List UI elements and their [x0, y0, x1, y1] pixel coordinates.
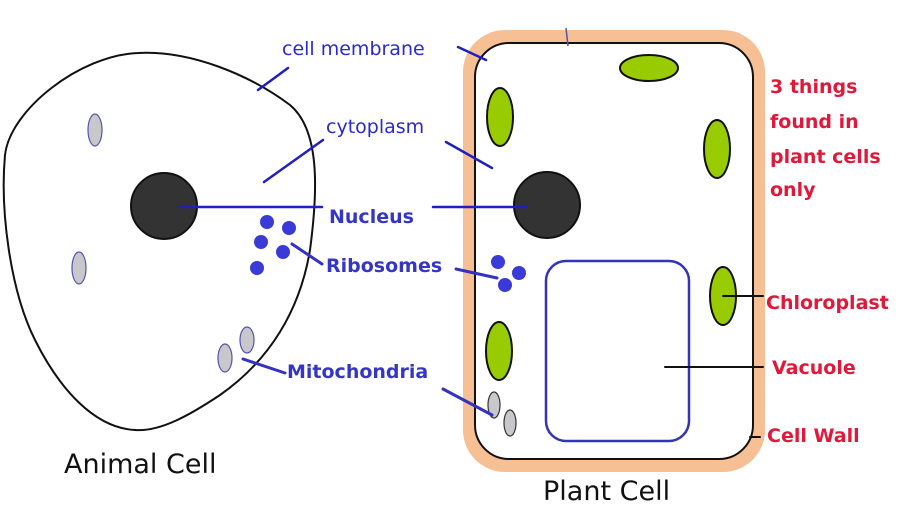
animal-mitochondrion — [217, 343, 233, 373]
animal-ribosome — [260, 215, 274, 229]
animal-mitochondrion — [87, 113, 103, 147]
label-vacuole: Vacuole — [772, 357, 856, 379]
plant-chloroplast — [619, 54, 679, 82]
leader-mitochondria-animal — [241, 357, 287, 375]
note-line: 3 things — [770, 76, 857, 98]
plant-cell — [463, 27, 765, 472]
animal-mitochondrion — [239, 326, 255, 354]
leader-cell-membrane-plant — [456, 45, 488, 62]
animal-ribosome — [254, 235, 268, 249]
labels: cell membrane cytoplasm Nucleus Ribosome… — [64, 38, 889, 506]
leader-ribosomes-animal — [290, 242, 324, 266]
title-animal-cell: Animal Cell — [64, 449, 216, 480]
animal-ribosome — [282, 221, 296, 235]
leader-lines — [178, 45, 764, 438]
title-plant-cell: Plant Cell — [543, 476, 670, 506]
plant-chloroplast — [485, 321, 513, 381]
plant-tick-mark — [565, 27, 569, 47]
leader-ribosomes-plant — [454, 267, 499, 280]
leader-cytoplasm-plant — [444, 140, 494, 170]
label-cytoplasm: cytoplasm — [326, 116, 424, 138]
animal-cell — [2, 51, 317, 432]
plant-ribosome — [491, 255, 505, 269]
label-ribosomes: Ribosomes — [326, 255, 442, 277]
note-line: found in — [770, 111, 859, 133]
plant-nucleus — [513, 171, 581, 239]
plant-chloroplast — [703, 119, 731, 179]
leader-cytoplasm-animal — [262, 138, 325, 184]
label-chloroplast: Chloroplast — [766, 292, 889, 314]
animal-ribosome — [250, 261, 264, 275]
plant-ribosome — [512, 266, 526, 280]
note-line: only — [770, 179, 816, 201]
note-line: plant cells — [770, 146, 881, 168]
animal-ribosome — [276, 245, 290, 259]
animal-cell-membrane — [2, 51, 317, 432]
label-cell-membrane: cell membrane — [282, 38, 425, 60]
leader-mitochondria-plant — [441, 387, 494, 417]
plant-mitochondrion — [487, 391, 501, 419]
label-cell-wall: Cell Wall — [767, 425, 860, 447]
leader-cell-membrane-animal — [256, 66, 290, 92]
plant-chloroplast — [486, 87, 514, 147]
plant-vacuole — [544, 259, 691, 443]
label-nucleus: Nucleus — [329, 206, 414, 228]
plant-mitochondrion — [503, 409, 517, 437]
animal-mitochondrion — [71, 251, 87, 285]
label-mitochondria: Mitochondria — [287, 361, 428, 383]
plant-ribosome — [498, 278, 512, 292]
